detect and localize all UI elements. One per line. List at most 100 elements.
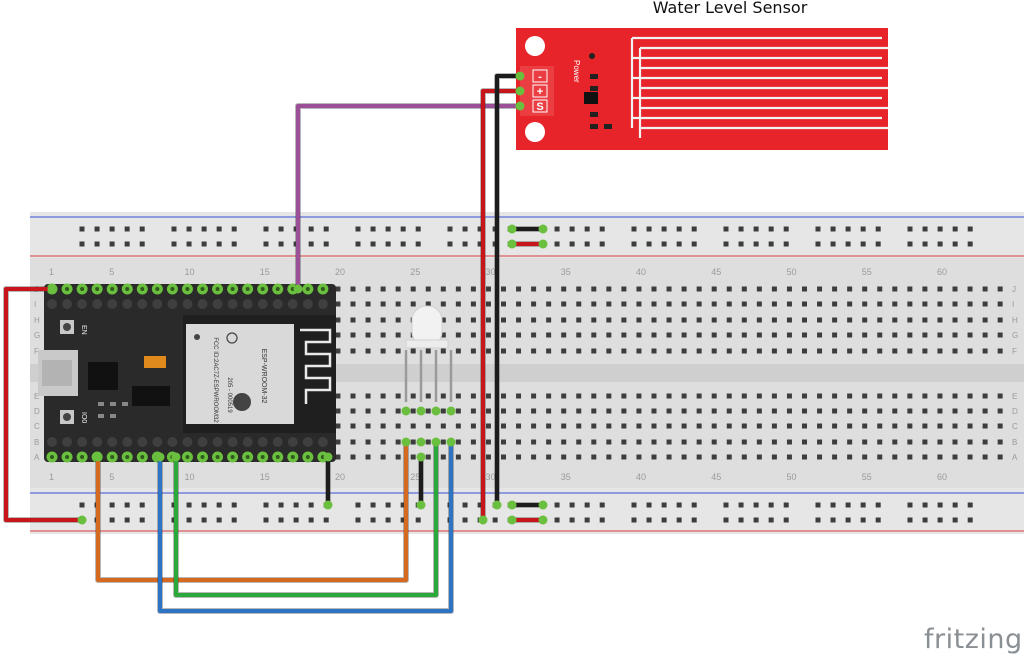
wire-end <box>47 284 57 294</box>
rail-hole <box>462 502 468 508</box>
breadboard-hole <box>395 332 401 338</box>
breadboard-hole <box>380 317 386 323</box>
module-name-label: ESP-WROOM-32 <box>260 349 267 404</box>
breadboard-hole <box>380 454 386 460</box>
rail-hole <box>124 226 130 232</box>
breadboard-hole <box>847 301 853 307</box>
breadboard-hole <box>531 408 537 414</box>
led-leg-pad <box>401 406 411 416</box>
breadboard-hole <box>350 439 356 445</box>
breadboard-hole <box>636 348 642 354</box>
breadboard-hole <box>365 439 371 445</box>
rail-hole <box>830 241 836 247</box>
breadboard-hole <box>892 423 898 429</box>
breadboard-hole <box>606 423 612 429</box>
rail-hole <box>400 517 406 523</box>
breadboard-hole <box>576 439 582 445</box>
rail-hole <box>922 502 928 508</box>
breadboard-hole <box>711 423 717 429</box>
led-common-pad <box>416 437 426 447</box>
wire-end <box>507 500 517 510</box>
breadboard-hole <box>817 301 823 307</box>
breadboard-hole <box>907 408 913 414</box>
breadboard-hole <box>561 332 567 338</box>
rail-hole <box>231 226 237 232</box>
breadboard-hole <box>501 317 506 323</box>
rail-hole <box>415 517 421 523</box>
breadboard-hole <box>892 348 898 354</box>
breadboard-hole <box>696 286 702 292</box>
breadboard-hole <box>922 423 928 429</box>
breadboard-hole <box>802 393 807 399</box>
breadboard-hole <box>651 423 657 429</box>
header-pin-hole <box>245 287 250 291</box>
breadboard-hole <box>847 332 853 338</box>
breadboard-hole <box>997 423 1003 429</box>
wire-end <box>538 224 548 234</box>
rail-hole <box>216 226 222 232</box>
column-number-bottom: 55 <box>862 472 872 482</box>
rail-hole <box>139 241 145 247</box>
rail-hole <box>723 226 729 232</box>
breadboard-hole <box>561 423 567 429</box>
pin-label-pad <box>182 437 193 447</box>
breadboard-hole <box>681 301 687 307</box>
breadboard-hole <box>922 317 928 323</box>
rail-hole <box>723 241 729 247</box>
breadboard-hole <box>892 393 898 399</box>
breadboard-hole <box>847 317 853 323</box>
breadboard-hole <box>576 348 582 354</box>
wire-end <box>515 101 525 111</box>
breadboard-hole <box>546 348 552 354</box>
header-pin-hole <box>260 455 265 459</box>
breadboard-hole <box>997 408 1003 414</box>
breadboard-hole <box>636 332 642 338</box>
breadboard-hole <box>606 348 612 354</box>
breadboard-hole <box>440 423 446 429</box>
breadboard-hole <box>455 286 461 292</box>
breadboard-hole <box>756 423 762 429</box>
breadboard-hole <box>877 454 883 460</box>
breadboard-hole <box>516 423 522 429</box>
breadboard-hole <box>651 408 657 414</box>
breadboard-hole <box>771 332 777 338</box>
breadboard-hole <box>862 423 868 429</box>
breadboard-hole <box>606 317 612 323</box>
rail-hole <box>186 517 192 523</box>
breadboard-hole <box>711 317 717 323</box>
breadboard-hole <box>847 286 853 292</box>
rail-hole <box>599 502 605 508</box>
breadboard-hole <box>802 423 807 429</box>
rail-hole <box>768 226 774 232</box>
rail-hole <box>171 241 177 247</box>
breadboard-hole <box>591 393 597 399</box>
antenna-trace <box>300 328 332 404</box>
breadboard-hole <box>952 286 958 292</box>
breadboard-hole <box>802 286 807 292</box>
sensor-neck <box>600 30 630 148</box>
row-letter-left: G <box>34 331 40 340</box>
fcc-id-label: FCC ID:2AC7Z-ESPWROOM32 <box>212 337 218 423</box>
rail-hole <box>216 517 222 523</box>
breadboard-hole <box>681 393 687 399</box>
breadboard-hole <box>982 439 988 445</box>
rail-hole <box>355 226 361 232</box>
breadboard-hole <box>982 332 988 338</box>
header-pin-hole <box>230 287 235 291</box>
diagram-title: Water Level Sensor <box>652 0 808 17</box>
breadboard-hole <box>922 301 928 307</box>
rail-hole <box>216 241 222 247</box>
breadboard-hole <box>651 301 657 307</box>
wire-black-sensor <box>495 74 522 507</box>
breadboard-hole <box>711 348 717 354</box>
header-pin-hole <box>185 287 190 291</box>
sensor-pin-label: + <box>537 86 543 98</box>
breadboard-hole <box>802 301 807 307</box>
breadboard-hole <box>967 348 973 354</box>
breadboard-hole <box>681 423 687 429</box>
column-number-top: 40 <box>636 267 646 277</box>
pin-label-pad <box>257 299 268 309</box>
breadboard-hole <box>501 348 506 354</box>
column-number-bottom: 5 <box>109 472 114 482</box>
rail-hole <box>860 226 866 232</box>
